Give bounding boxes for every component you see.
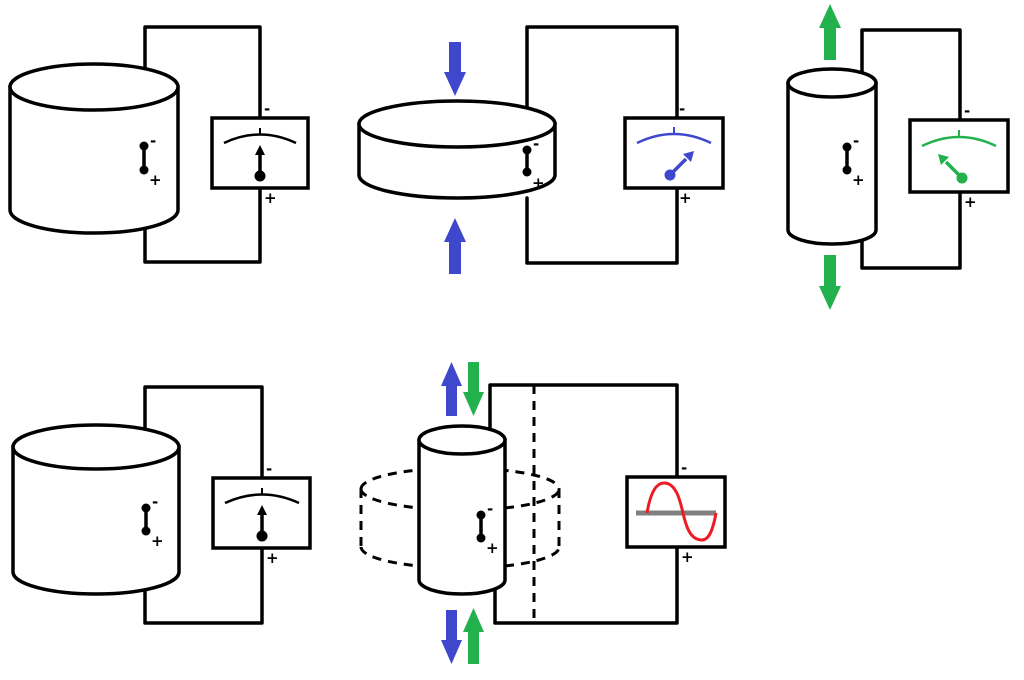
terminal-plus: + [964,193,977,211]
compression-arrow-bottom [444,218,466,274]
circuit-wire [143,25,262,264]
terminal-minus: - [264,100,270,118]
panel-rest-2: - + - + [11,385,312,625]
circuit-wire [143,385,264,625]
terminal-minus: - [681,459,687,477]
minus-sign: - [487,500,493,518]
ghost-disc-front [359,488,561,568]
crystal-disc [357,99,557,200]
compression-arrow-top [444,42,466,96]
plus-sign: + [486,539,499,557]
circuit-wire [860,28,962,270]
plus-sign: + [149,171,162,189]
tension-compression-arrows-top [441,362,484,416]
crystal-cylinder [8,62,180,235]
panel-rest: - + - + [8,25,310,264]
tension-compression-arrows-bottom [441,608,484,664]
plus-sign: + [852,171,865,189]
polarization-marker: - + [842,132,865,189]
polarization-marker: - + [522,135,545,192]
polarization-marker: - + [476,500,499,557]
polarization-marker: - + [139,132,162,189]
panel-stretched: - + - + [786,4,1010,310]
panel-oscillating: - + - + [359,362,727,664]
tension-arrow-top [819,4,841,60]
terminal-plus: + [264,189,277,207]
terminal-minus: - [679,100,685,118]
voltmeter: - + [211,460,312,567]
terminal-minus: - [266,460,272,478]
oscilloscope: - + [625,459,727,566]
minus-sign: - [853,132,859,150]
terminal-plus: + [679,189,692,207]
tension-arrow-bottom [819,255,841,310]
plus-sign: + [151,532,164,550]
crystal-column [417,424,507,596]
terminal-minus: - [964,102,970,120]
minus-sign: - [152,493,158,511]
plus-sign: + [532,174,545,192]
circuit-wire [488,383,679,625]
crystal-column [786,67,878,246]
terminal-plus: + [266,549,279,567]
voltmeter: - + [623,100,725,207]
crystal-cylinder [11,423,181,596]
panel-compressed: - + - + [357,25,725,274]
terminal-plus: + [681,548,694,566]
voltmeter: - + [908,102,1010,211]
circuit-wire [525,25,679,265]
voltmeter: - + [210,100,310,207]
minus-sign: - [150,132,156,150]
minus-sign: - [533,135,539,153]
polarization-marker: - + [141,493,164,550]
signal-sine-wave [645,481,718,542]
